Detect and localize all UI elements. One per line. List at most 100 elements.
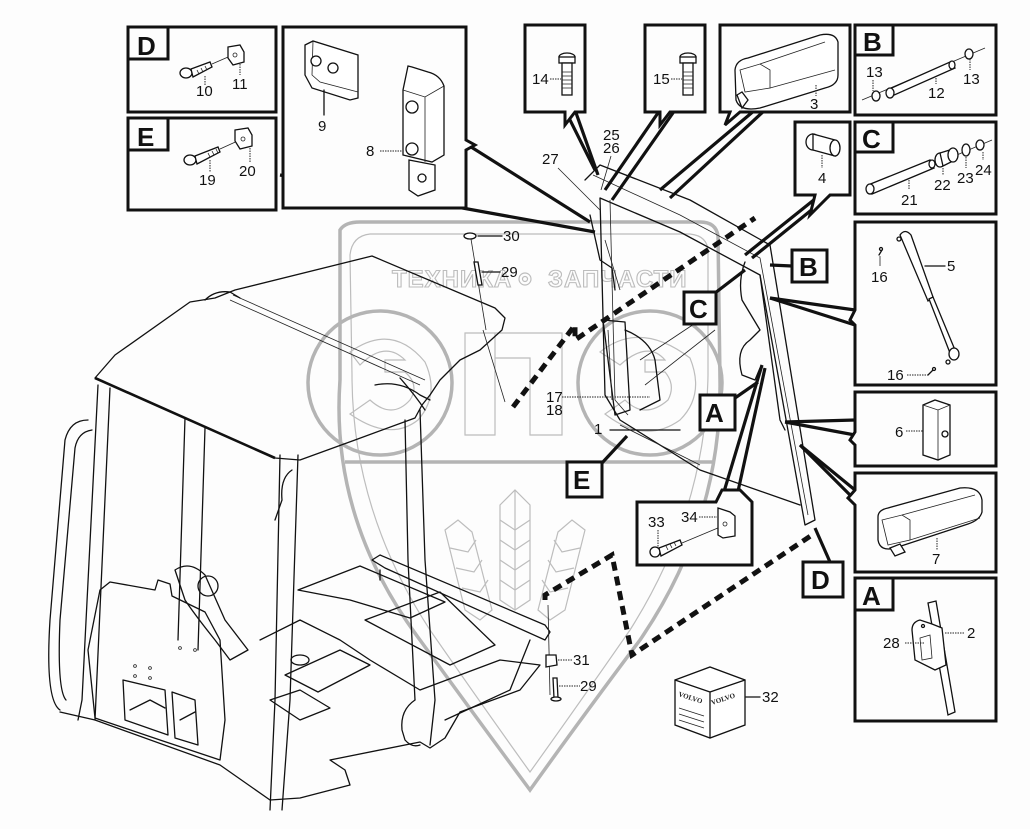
part-number-19: 19 — [199, 172, 216, 189]
cab-body — [48, 255, 551, 811]
watermark-shield-inner — [349, 233, 709, 774]
part-number-23: 23 — [957, 170, 974, 187]
seal-profile-icon — [734, 33, 839, 110]
part-number-10: 10 — [196, 83, 213, 100]
part-number-22: 22 — [934, 177, 951, 194]
bolt-icon — [473, 261, 483, 286]
part-number-29-top: 29 — [501, 264, 518, 281]
part-number-15: 15 — [653, 71, 670, 88]
callout-b-label: B — [799, 252, 818, 282]
detail-panel-block-6: 6 — [848, 390, 998, 468]
panel-c-label: C — [862, 124, 881, 154]
square-nut-icon — [227, 44, 245, 66]
latch-icon — [911, 600, 956, 716]
square-nut-icon — [717, 507, 736, 539]
part-number-28: 28 — [883, 635, 900, 652]
part-number-30: 30 — [503, 228, 520, 245]
gas-strut-icon — [896, 230, 960, 365]
watermark-text-left: ТЕХНИКА — [392, 266, 512, 293]
pin-icon — [927, 366, 937, 376]
assembly-path-upper — [511, 215, 757, 409]
bolt-icon — [558, 52, 576, 96]
detail-panel-seal-3: 3 — [718, 23, 852, 127]
watermark-logo — [306, 309, 724, 464]
detail-panel-e: E 19 20 — [126, 116, 278, 212]
part-number-6: 6 — [895, 424, 903, 441]
part-number-12: 12 — [928, 85, 945, 102]
detail-panel-bolt-14: 14 — [523, 23, 587, 130]
part-number-33: 33 — [648, 514, 665, 531]
part-number-9: 9 — [318, 118, 326, 135]
part-number-8: 8 — [366, 143, 374, 160]
bolt-icon — [550, 677, 562, 702]
part-number-18: 18 — [546, 402, 563, 419]
cab-roof — [94, 255, 506, 461]
part-number-13-left: 13 — [866, 64, 883, 81]
callout-a-label: A — [705, 398, 724, 428]
callout-d: D — [801, 527, 845, 599]
callout-a: A — [698, 380, 759, 432]
bolt-axis-bottom — [547, 604, 551, 696]
bolt-icon — [179, 61, 213, 79]
panel-e-label: E — [137, 122, 154, 152]
cab-rear-wall — [87, 579, 226, 761]
bushing-icon — [934, 147, 959, 168]
detail-panel-d: D 10 11 — [126, 25, 278, 114]
part-number-26: 26 — [603, 140, 620, 157]
watermark-wheat — [444, 489, 586, 621]
part-number-31: 31 — [573, 652, 590, 669]
square-nut-icon — [234, 127, 253, 150]
detail-panel-c: C 21 22 23 24 — [853, 120, 998, 216]
cab-floor — [59, 619, 541, 801]
detail-panel-seal-7: 7 — [845, 471, 998, 574]
bushing-icon — [545, 654, 558, 668]
kit-box-32: VOLVO VOLVO 32 — [674, 666, 779, 739]
watermark-gear-icon — [518, 272, 532, 286]
detail-panel-strut-5: 16 5 16 — [848, 220, 998, 387]
bolt-icon — [183, 146, 221, 166]
part-number-13-right: 13 — [963, 71, 980, 88]
washer-icon — [463, 232, 477, 240]
assembly-path-lower — [542, 532, 814, 660]
callout-c-label: C — [689, 294, 708, 324]
hinge-bracket-icon — [402, 65, 445, 197]
callout-d-label: D — [811, 565, 830, 595]
circlip-icon — [964, 48, 974, 60]
part-number-24: 24 — [975, 162, 992, 179]
washer-icon — [961, 143, 971, 157]
part-number-7: 7 — [932, 551, 940, 568]
detail-panel-bolt-15: 15 — [643, 23, 707, 130]
part-number-20: 20 — [239, 163, 256, 180]
detail-panel-bushing-4: 4 — [793, 120, 852, 220]
part-number-14: 14 — [532, 71, 549, 88]
part-number-16-bottom: 16 — [887, 367, 904, 384]
part-number-29-bottom: 29 — [580, 678, 597, 695]
part-number-25: 25 — [603, 127, 620, 144]
panel-leaders — [279, 108, 857, 506]
panel-d-label: D — [137, 31, 156, 61]
callout-e-label: E — [573, 465, 590, 495]
main-part-labels: 25 26 27 30 29 17 18 1 31 29 — [463, 127, 681, 702]
pin-icon — [878, 246, 884, 256]
callout-c: C — [682, 268, 746, 326]
bolt-icon — [679, 52, 697, 96]
watermark-shield — [337, 220, 722, 793]
seal-profile-icon — [877, 487, 983, 557]
part-number-1: 1 — [594, 421, 602, 438]
callout-e: E — [565, 434, 629, 499]
hinge-plate-icon — [304, 40, 359, 101]
part-number-16-top: 16 — [871, 269, 888, 286]
part-number-27: 27 — [542, 151, 559, 168]
pin-icon — [865, 159, 936, 195]
detail-panel-a: A 28 2 — [853, 576, 998, 723]
part-number-21: 21 — [901, 192, 918, 209]
circlip-icon — [871, 90, 881, 102]
block-icon — [922, 399, 951, 461]
bolt-icon — [649, 539, 683, 558]
part-number-5: 5 — [947, 258, 955, 275]
bolt-axis-top — [482, 329, 506, 403]
callout-b: B — [769, 248, 829, 284]
part-number-3: 3 — [810, 96, 818, 113]
part-number-11: 11 — [232, 76, 248, 93]
